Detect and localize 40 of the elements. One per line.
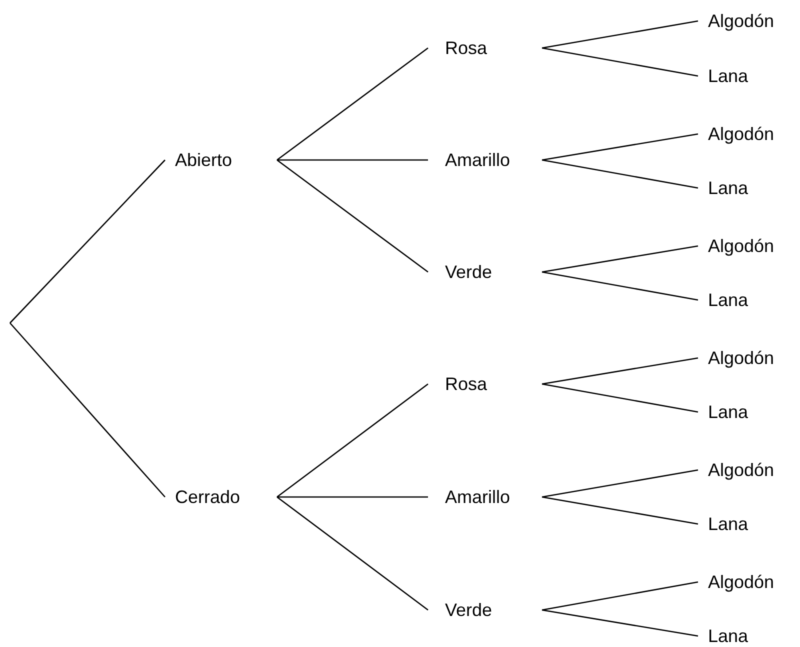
branch-line	[542, 581, 698, 611]
branch-line	[542, 159, 698, 189]
branch-label: Lana	[708, 403, 748, 421]
branch-line	[10, 160, 166, 324]
branch-line	[276, 383, 428, 498]
branch-line	[542, 245, 698, 273]
branch-line	[542, 47, 698, 77]
branch-line	[542, 609, 698, 637]
branch-label: Rosa	[445, 375, 488, 393]
branch-line	[542, 469, 698, 498]
branch-line	[542, 383, 698, 413]
branch-line	[542, 20, 698, 49]
branch-label: Cerrado	[175, 488, 240, 506]
branch-label: Lana	[708, 67, 748, 85]
branch-line	[10, 322, 166, 498]
branch-label: Algodón	[708, 461, 774, 479]
branch-line	[542, 496, 698, 525]
branch-line	[542, 133, 698, 161]
branch-line	[276, 47, 428, 161]
branch-label: Algodón	[708, 573, 774, 591]
branch-label: Verde	[445, 601, 492, 619]
branch-label: Algodón	[708, 237, 774, 255]
branch-label: Amarillo	[445, 151, 510, 169]
branch-label: Lana	[708, 627, 748, 645]
branch-label: Lana	[708, 179, 748, 197]
branch-line	[542, 357, 698, 385]
branch-line	[276, 496, 428, 611]
branch-label: Verde	[445, 263, 492, 281]
branch-line	[542, 271, 698, 301]
branch-label: Lana	[708, 291, 748, 309]
branch-line	[277, 159, 428, 161]
branch-label: Algodón	[708, 349, 774, 367]
branch-label: Abierto	[175, 151, 232, 169]
branch-label: Amarillo	[445, 488, 510, 506]
branch-label: Lana	[708, 515, 748, 533]
branch-line	[276, 159, 428, 273]
branch-line	[277, 496, 428, 498]
branch-label: Algodón	[708, 12, 774, 30]
branch-label: Algodón	[708, 125, 774, 143]
branch-label: Rosa	[445, 39, 488, 57]
